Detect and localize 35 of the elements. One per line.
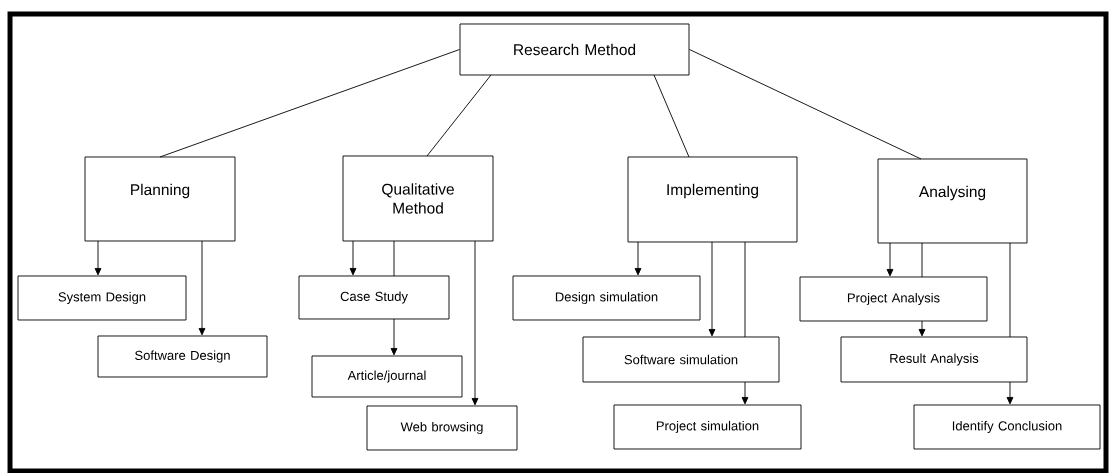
connector <box>1009 242 1011 338</box>
process-box: Result Analysis <box>840 336 1028 383</box>
process-box: System Design <box>17 275 187 321</box>
process-box: Project Analysis <box>799 276 988 322</box>
process-box: Software Design <box>97 335 268 378</box>
connector <box>744 241 746 338</box>
process-box: Research Method <box>459 23 690 76</box>
connector <box>393 240 395 277</box>
process-box: Planning <box>84 156 236 242</box>
connector <box>471 240 479 406</box>
process-box: Implementing <box>627 156 798 243</box>
connector <box>689 49 922 160</box>
process-box: Project simulation <box>613 404 802 450</box>
connector <box>634 241 642 276</box>
process-box: Analysing <box>877 158 1028 244</box>
process-box: Software simulation <box>582 336 780 383</box>
connector <box>918 320 926 337</box>
process-box: Qualitative Method <box>342 155 494 242</box>
process-box: Article/journal <box>311 355 463 398</box>
process-box: Case Study <box>298 275 450 320</box>
connector <box>390 318 398 356</box>
connector <box>741 381 749 405</box>
connector <box>349 240 357 276</box>
connector <box>159 49 460 158</box>
connector <box>708 241 716 337</box>
connector <box>1006 381 1014 405</box>
connector <box>94 240 102 276</box>
process-box: Design simulation <box>512 275 701 321</box>
connector <box>426 74 492 157</box>
process-box: Identify Conclusion <box>913 404 1101 450</box>
connector <box>198 240 206 336</box>
process-box: Web browsing <box>366 405 518 451</box>
connector <box>886 242 894 277</box>
connector <box>921 242 923 278</box>
connector <box>653 74 690 158</box>
